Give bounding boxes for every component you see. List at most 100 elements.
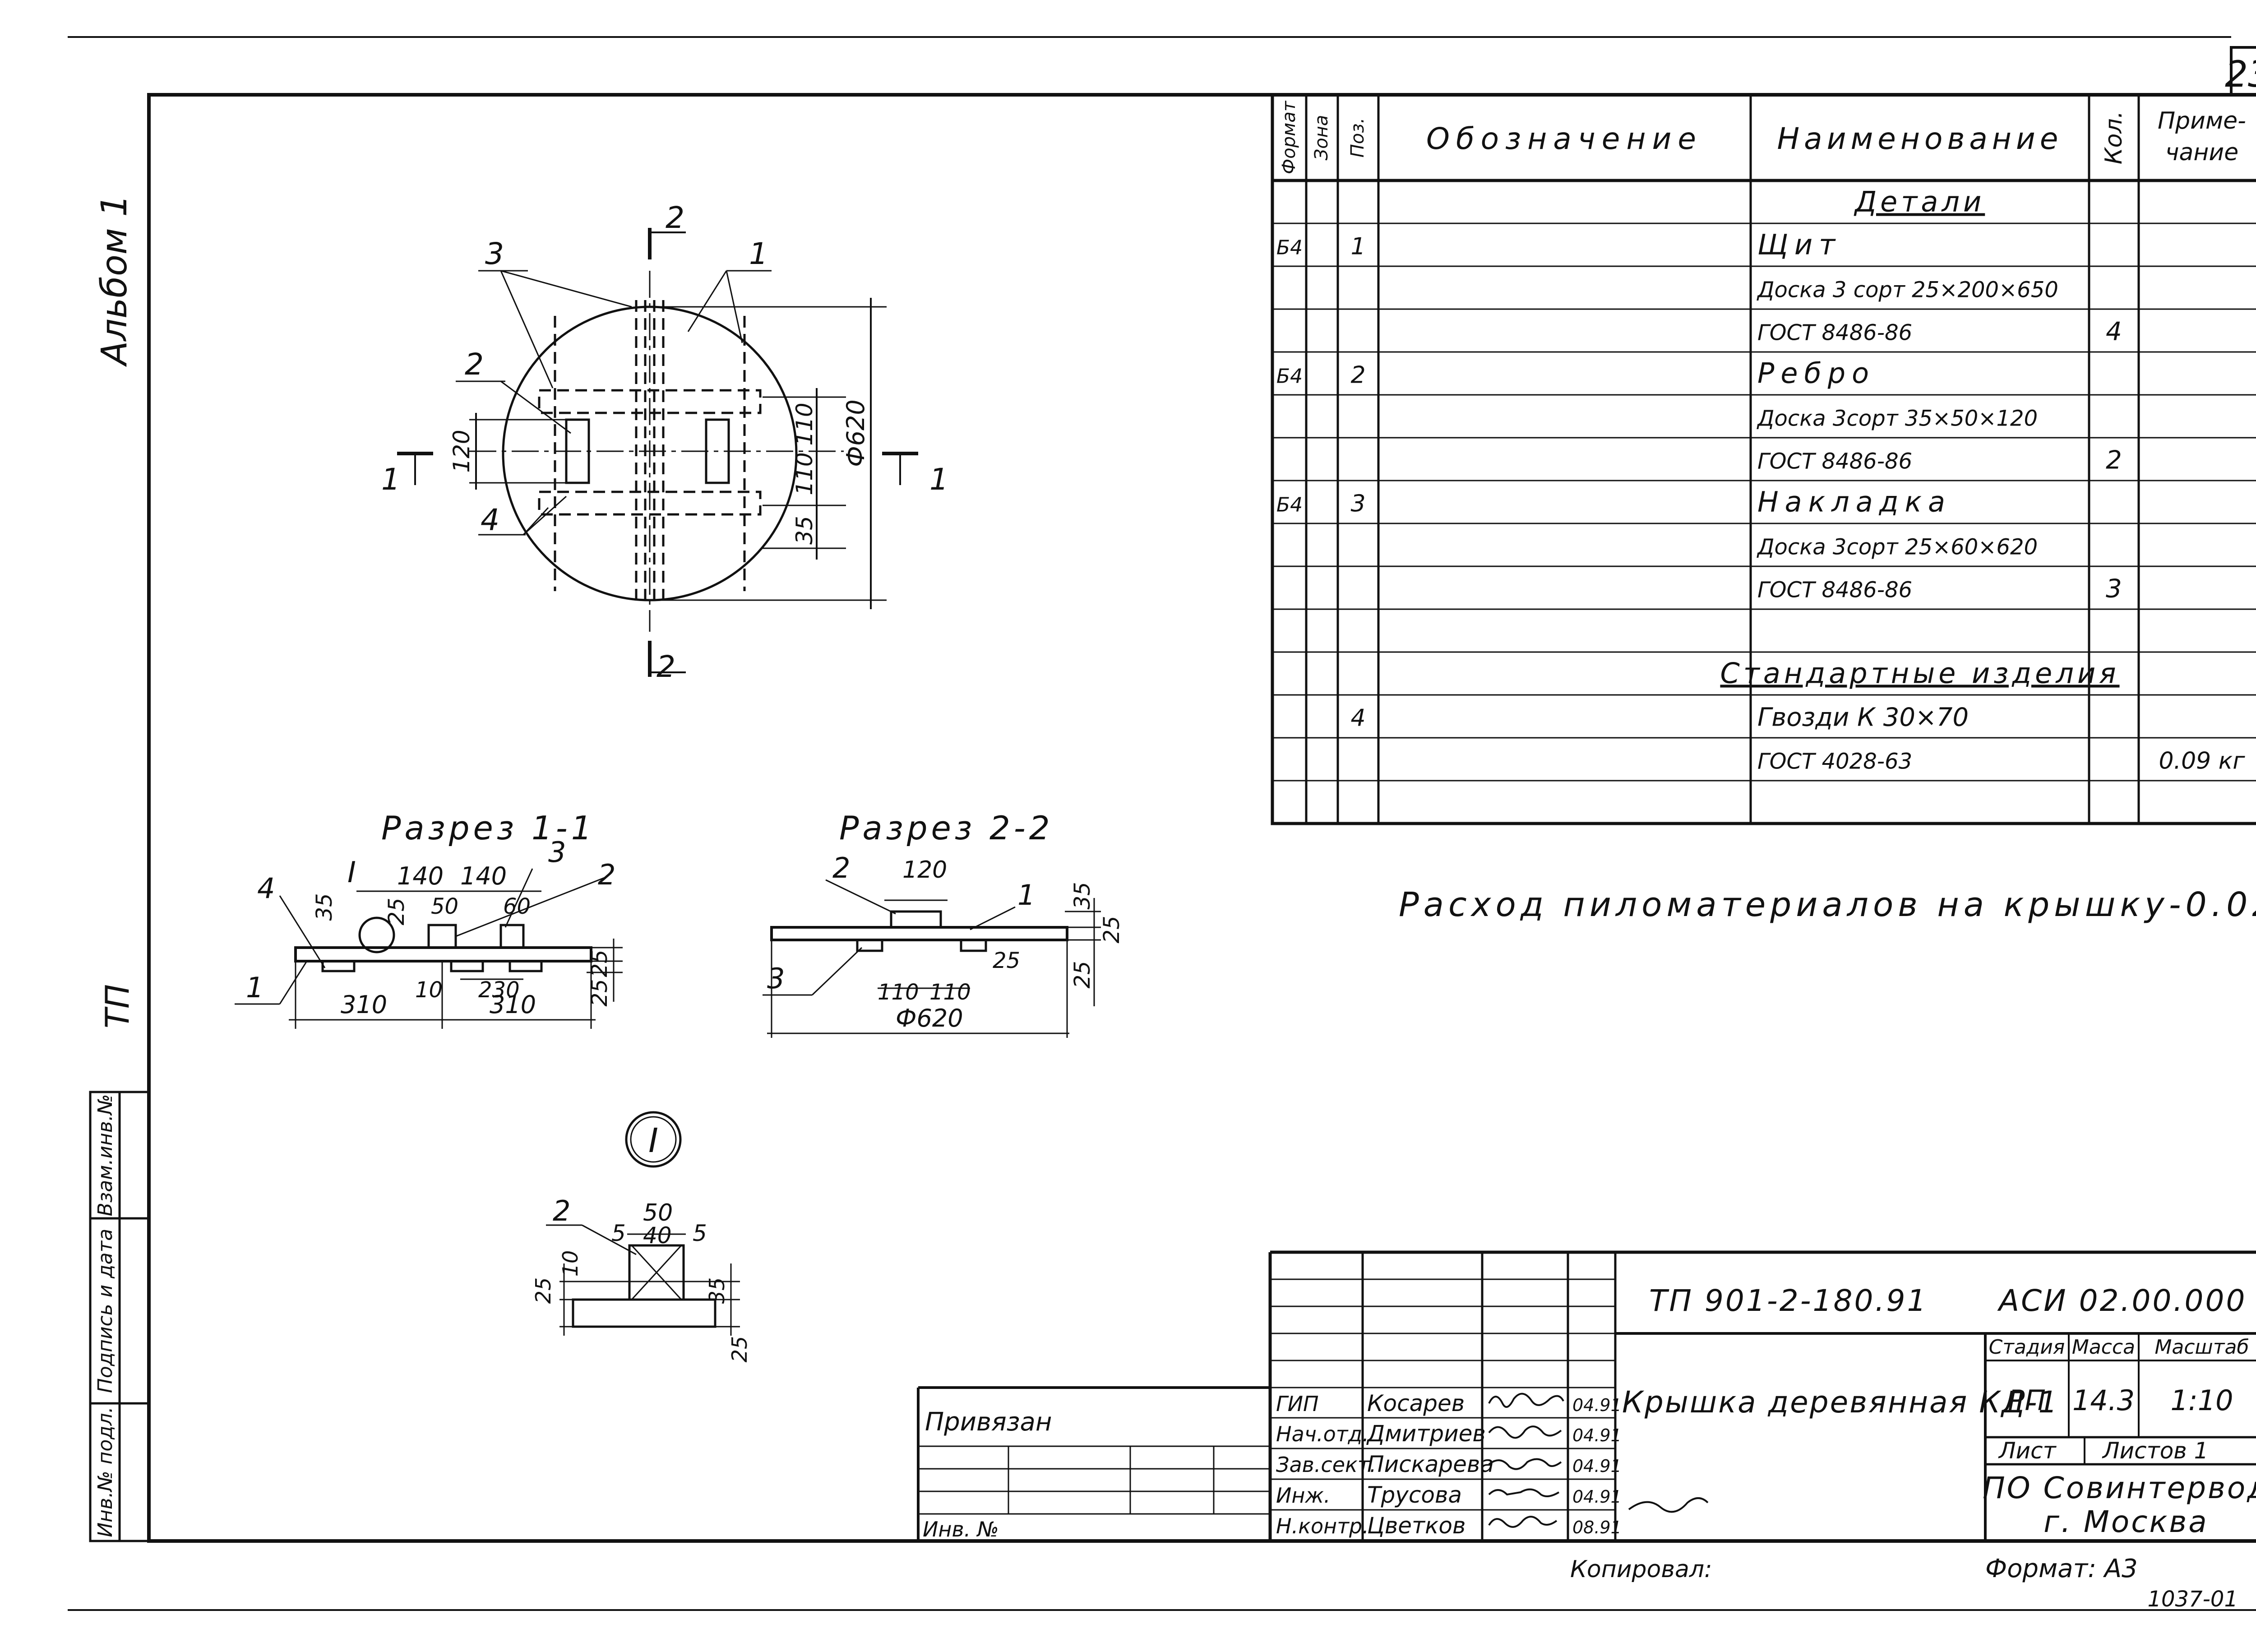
- spec-row-qty: 2: [2106, 445, 2122, 475]
- material-consumption-note: Расход пиломатериалов на крышку-0.02м³: [1399, 885, 2256, 924]
- detail-view-labels: I 2 50 5 40 5 25 10 35 25: [531, 1121, 752, 1362]
- person-date: 04.91: [1572, 1456, 1622, 1476]
- sec1-dim-10: 10: [415, 977, 443, 1003]
- sec2-dim-25-b: 25: [993, 948, 1020, 973]
- sec2-leader-3: 3: [767, 962, 785, 995]
- organization-line2: г. Москва: [2043, 1504, 2208, 1539]
- plan-cut-1-right: 1: [929, 462, 948, 497]
- detail-dim-5-a: 5: [611, 1220, 626, 1246]
- section-2-2-labels: Разрез 2-2 2 120 1 35 25 3 25 25 110 110…: [767, 809, 1124, 1032]
- detail-dim-25-a: 25: [531, 1277, 555, 1304]
- spec-row-note: 0.09 кг: [2159, 747, 2245, 774]
- sec1-dim-310-b: 310: [490, 990, 536, 1019]
- plan-cut-2-bottom: 2: [656, 649, 675, 684]
- sec2-dim-25-c: 25: [1070, 961, 1095, 988]
- strip-label-inv-orig: Инв.№ подл.: [94, 1407, 117, 1537]
- section-2-2: [763, 879, 1101, 1038]
- section-1-1: [235, 868, 623, 1029]
- mass-value: 14.3: [2072, 1384, 2135, 1417]
- header-zone: Зона: [1311, 115, 1332, 161]
- person-name: Пискарева: [1367, 1451, 1494, 1477]
- spec-row-name: Ребро: [1757, 356, 1875, 389]
- stage-header: Стадия: [1989, 1336, 2065, 1359]
- detail-view: [546, 1111, 740, 1336]
- person-date: 08.91: [1572, 1518, 1622, 1537]
- series-code-label: ТП: [98, 984, 136, 1028]
- person-date: 04.91: [1572, 1395, 1622, 1415]
- signatures: [1488, 1393, 1709, 1528]
- header-note-line1: Приме-: [2158, 107, 2246, 134]
- detail-leader-2: 2: [553, 1194, 570, 1227]
- spec-row-name: ГОСТ 8486-86: [1757, 577, 1912, 602]
- spec-row-format: Б4: [1276, 236, 1303, 259]
- header-name: Наименование: [1777, 121, 2063, 156]
- sec2-dim-35: 35: [1070, 882, 1095, 909]
- sec1-leader-1: 1: [246, 971, 264, 1004]
- header-note-line2: чание: [2165, 139, 2238, 166]
- document-title: Крышка деревянная КД-1: [1622, 1385, 2059, 1420]
- title-block-grid: [917, 1250, 2256, 1541]
- person-role: Зав.сект.: [1276, 1453, 1376, 1477]
- plan-dim-d620: Ф620: [841, 399, 870, 467]
- plan-cut-1-left: 1: [381, 462, 400, 497]
- spec-row-name: Детали: [1854, 185, 1985, 218]
- detail-dim-10: 10: [558, 1250, 582, 1277]
- plan-leader-4: 4: [481, 503, 499, 537]
- sec1-detail-marker: I: [347, 856, 356, 889]
- scale-header: Масштаб: [2154, 1336, 2249, 1359]
- detail-dim-40: 40: [643, 1222, 672, 1249]
- sec2-leader-2: 2: [832, 851, 850, 884]
- strip-label-replaced-inv: Взам.инв.№: [94, 1094, 117, 1217]
- detail-dim-5-b: 5: [693, 1220, 707, 1246]
- copy-code-label: 1037-01: [2147, 1587, 2238, 1612]
- person-role: Инж.: [1276, 1483, 1331, 1508]
- header-format: Формат: [1279, 100, 1299, 174]
- spec-row-qty: 3: [2106, 574, 2122, 603]
- sec2-dim-d620: Ф620: [896, 1004, 963, 1032]
- sec1-leader-3: 3: [548, 836, 566, 869]
- sec1-dim-230: 230: [478, 977, 520, 1003]
- document-number: АСИ 02.00.000: [1997, 1283, 2247, 1318]
- spec-row-name: Гвозди К 30×70: [1757, 703, 1969, 732]
- sec1-dim-25-b: 25: [587, 949, 612, 977]
- section-1-1-title: Разрез 1-1: [381, 809, 596, 847]
- sec2-dim-110-a: 110: [878, 980, 919, 1005]
- spec-row-qty: 4: [2106, 317, 2122, 346]
- sec1-dim-25-a: 25: [384, 898, 409, 925]
- sec2-dim-110-b: 110: [929, 980, 971, 1005]
- header-qty: Кол.: [2100, 111, 2127, 165]
- spec-row-pos: 3: [1350, 490, 1365, 517]
- spec-row-name: Стандартные изделия: [1720, 657, 2119, 689]
- sec1-dim-60: 60: [503, 894, 531, 919]
- header-pos: Поз.: [1347, 118, 1368, 158]
- person-name: Косарев: [1367, 1390, 1465, 1416]
- spec-row-name: Доска 3сорт 35×50×120: [1757, 406, 2038, 431]
- plan-view-labels: 3 1 2 4 2 2 1 1 120 110 110 35 Ф620: [381, 200, 948, 684]
- plan-dim-120: 120: [448, 430, 475, 472]
- page-number: 23: [2225, 53, 2256, 95]
- detail-dim-35: 35: [705, 1277, 729, 1304]
- person-name: Дмитриев: [1366, 1421, 1486, 1447]
- spec-row-name: ГОСТ 8486-86: [1757, 320, 1912, 345]
- plan-dim-110-a: 110: [791, 403, 818, 445]
- person-name: Трусова: [1367, 1482, 1462, 1508]
- sec1-leader-2: 2: [598, 858, 615, 891]
- plan-cut-2-top: 2: [666, 200, 684, 235]
- organization-line1: ПО Совинтервод: [1983, 1471, 2256, 1505]
- spec-row-name: Накладка: [1757, 485, 1951, 518]
- linked-to-label: Привязан: [925, 1407, 1052, 1437]
- sec1-dim-50: 50: [431, 894, 458, 919]
- copied-by-label: Копировал:: [1570, 1556, 1712, 1583]
- detail-dim-25-b: 25: [727, 1336, 752, 1363]
- detail-dim-50: 50: [643, 1199, 673, 1226]
- sheets-count-label: Листов 1: [2102, 1438, 2208, 1464]
- section-1-1-labels: Разрез 1-1 I 140 140 3 2 4 1 35 25 50 60…: [246, 809, 615, 1019]
- spec-row-pos: 2: [1350, 361, 1365, 389]
- sec1-dim-140-a: 140: [397, 862, 444, 890]
- sec2-dim-120: 120: [902, 856, 947, 884]
- plan-dim-110-b: 110: [791, 452, 818, 495]
- section-2-2-title: Разрез 2-2: [839, 809, 1054, 847]
- plan-leader-3: 3: [485, 236, 504, 271]
